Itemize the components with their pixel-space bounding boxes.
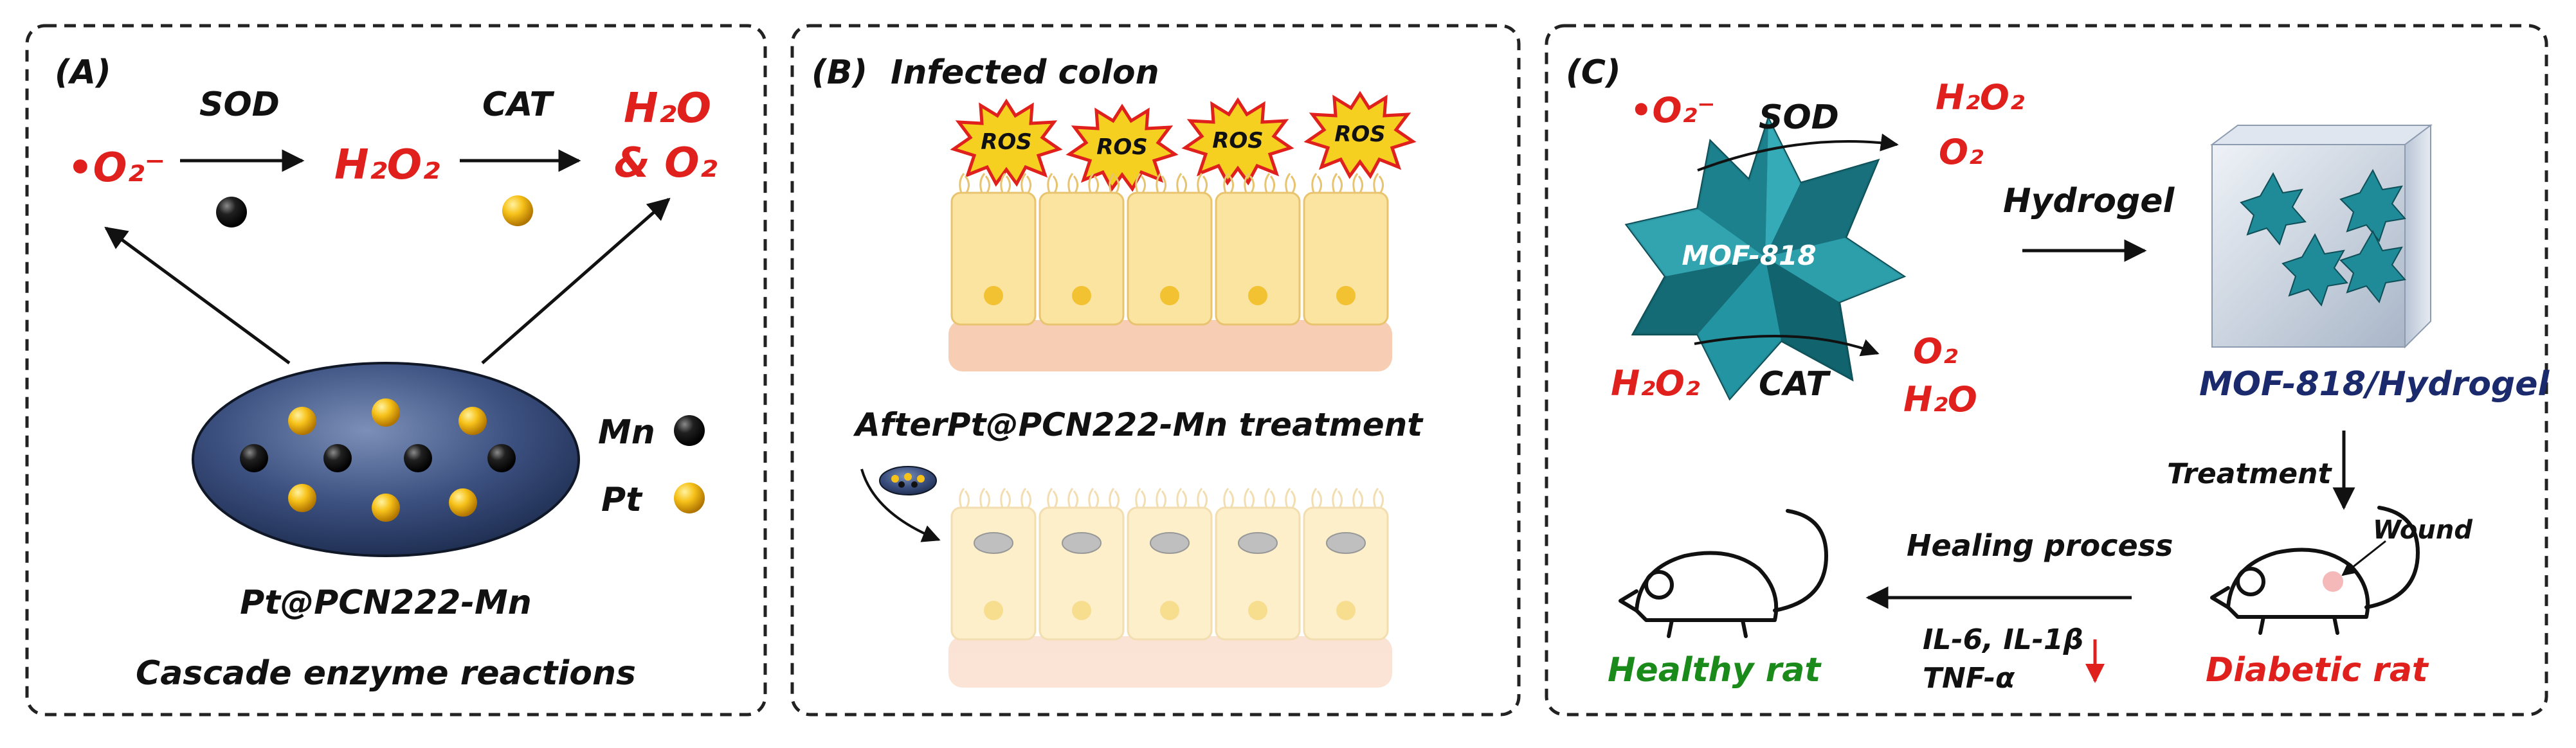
hydrogel-label: Hydrogel (2003, 182, 2175, 220)
h2o-label: H₂O (624, 85, 711, 132)
ros-burst: ROS (1066, 103, 1179, 192)
ros-text: ROS (1334, 121, 1386, 147)
panel-a: (A) •O₂⁻ SOD H₂O₂ CAT H₂O & O₂ Mn Pt (25, 24, 767, 717)
cat-label: CAT (482, 85, 554, 124)
mn-ball-sod (216, 197, 247, 227)
cat-curve-arrow (1694, 335, 1880, 357)
panel-b: (B) Infected colon ROS ROS ROS ROS After… (790, 24, 1521, 717)
panel-a-frame (25, 24, 767, 717)
cytokines-label-2: TNF-α (1923, 662, 2015, 695)
internalized-particle (1238, 532, 1278, 554)
healthy-rat-label: Healthy rat (1608, 651, 1822, 690)
ros-text: ROS (1096, 134, 1148, 160)
panel-c: (C) MOF-818 •O₂⁻ SOD H₂O₂ O₂ H₂O₂ CAT O₂… (1545, 24, 2550, 717)
o2-top-label: O₂ (1939, 132, 1984, 172)
mof-hydrogel-label: MOF-818/Hydrogel (2199, 365, 2550, 404)
ros-burst: ROS (1181, 97, 1294, 186)
particle-name: Pt@PCN222-Mn (240, 583, 532, 622)
sod-curve-arrow (1697, 133, 1899, 172)
mof-818-label: MOF-818 (1682, 240, 1816, 271)
cat-label-c: CAT (1759, 365, 1831, 404)
panel-c-frame (1545, 24, 2548, 717)
embedded-mof-icon (2339, 229, 2406, 304)
panel-a-label: (A) (55, 53, 111, 92)
treatment-label-c: Treatment (2167, 458, 2332, 490)
cell-row (950, 173, 1389, 326)
left-diagonal-arrow (104, 226, 291, 365)
internalized-particle (1150, 532, 1190, 554)
wound-pointer (2341, 540, 2386, 576)
panel-b-frame (790, 24, 1521, 717)
ros-text: ROS (1212, 128, 1264, 154)
pt-pcn222-mn-particle (192, 362, 580, 557)
cell-row (950, 488, 1389, 641)
epithelial-cell (1039, 173, 1125, 326)
panel-a-caption: Cascade enzyme reactions (136, 654, 636, 693)
epithelial-cell (1127, 173, 1213, 326)
nanoparticle-icon (879, 466, 937, 495)
epithelial-cell (950, 173, 1037, 326)
wound-spot (2323, 571, 2343, 592)
panel-c-label: (C) (1566, 53, 1621, 92)
embedded-mof-icon (2240, 172, 2307, 246)
internalized-particle (1326, 532, 1366, 554)
h2o2-left-label: H₂O₂ (1611, 363, 1700, 404)
superoxide-label: •O₂⁻ (68, 144, 165, 191)
panel-b-label: (B) (812, 53, 867, 92)
cytokines-label-1: IL-6, IL-1β (1923, 623, 2083, 656)
epithelial-cell (1215, 173, 1301, 326)
epithelial-cell (950, 488, 1037, 641)
h2o-bottom-label: H₂O (1903, 379, 1977, 420)
infected-epithelium (948, 173, 1392, 371)
mn-legend-ball (674, 415, 705, 446)
superoxide-label-c: •O₂⁻ (1630, 90, 1716, 130)
epithelial-cell (1127, 488, 1213, 641)
epithelial-cell (1303, 488, 1389, 641)
internalized-particle (1062, 532, 1102, 554)
ros-text: ROS (981, 129, 1032, 155)
right-diagonal-arrow (481, 197, 671, 364)
pt-legend-label: Pt (601, 481, 643, 519)
diabetic-rat-icon (2210, 506, 2420, 635)
healthy-rat-icon (1619, 509, 1828, 638)
tissue-base (948, 636, 1392, 688)
treatment-label: AfterPt@PCN222-Mn treatment (853, 406, 1424, 443)
hydrogel-cube (2210, 124, 2433, 349)
and-o2-label: & O₂ (614, 139, 718, 187)
h2o2-top-label: H₂O₂ (1936, 77, 2025, 118)
sod-label: SOD (199, 85, 280, 124)
infected-colon-title: Infected colon (891, 53, 1159, 92)
tissue-base (948, 320, 1392, 371)
epithelial-cell (1215, 488, 1301, 641)
epithelial-cell (1039, 488, 1125, 641)
internalized-particle (974, 532, 1013, 554)
treated-epithelium (948, 488, 1392, 688)
ros-burst: ROS (950, 98, 1063, 187)
epithelial-cell (1303, 173, 1389, 326)
diabetic-rat-label: Diabetic rat (2206, 651, 2429, 690)
mn-legend-label: Mn (598, 413, 655, 452)
mof-818-star (1624, 115, 1907, 401)
h2o2-label: H₂O₂ (334, 141, 440, 189)
pt-ball-cat (502, 195, 533, 226)
healing-process-label: Healing process (1907, 528, 2173, 563)
delivery-arrow (860, 468, 941, 542)
ros-burst: ROS (1303, 91, 1417, 179)
pt-legend-ball (674, 483, 705, 513)
embedded-mof-icon (2339, 168, 2406, 243)
sod-label-c: SOD (1759, 98, 1839, 137)
embedded-mof-icon (2281, 233, 2348, 307)
wound-label: Wound (2373, 515, 2472, 545)
o2-bottom-label: O₂ (1913, 331, 1958, 371)
